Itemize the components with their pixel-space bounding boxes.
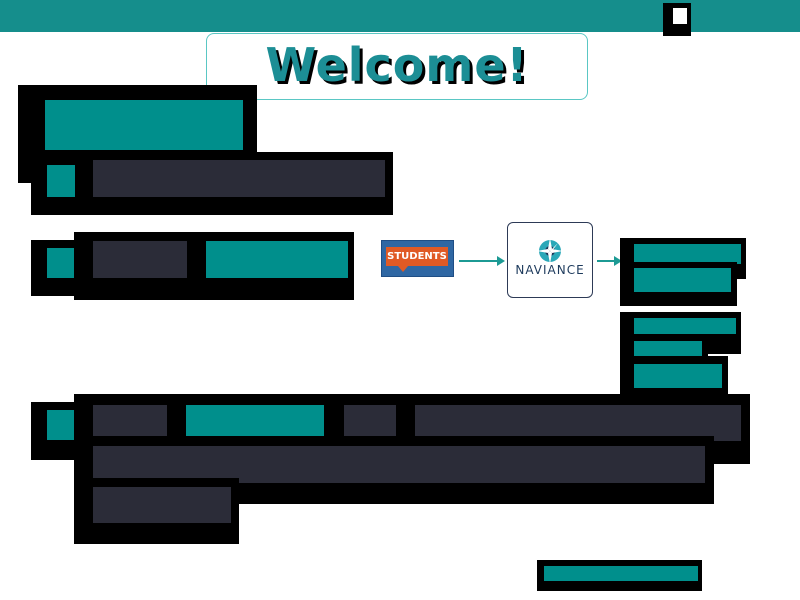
arrow-right-head-icon	[497, 256, 505, 266]
right-group-2-bar-3[interactable]	[634, 364, 722, 388]
block-3-bar-2[interactable]	[186, 405, 324, 436]
block-2-bar-dark[interactable]	[93, 241, 187, 278]
block-3-row-2-bar[interactable]	[93, 446, 705, 483]
block-3-bar-1[interactable]	[93, 405, 167, 436]
block-1-header[interactable]	[45, 100, 243, 150]
block-1-row-bar[interactable]	[93, 160, 385, 197]
block-3-marker	[47, 410, 75, 440]
right-group-1-bar-2[interactable]	[634, 268, 731, 292]
students-label: STUDENTS	[386, 247, 448, 266]
bottom-button[interactable]	[544, 566, 698, 581]
welcome-title: Welcome!	[265, 38, 529, 92]
arrow-right-icon	[459, 260, 499, 262]
arrow-right-icon	[597, 260, 615, 262]
block-3-row-3-bar[interactable]	[93, 487, 231, 523]
compass-star-icon	[537, 238, 563, 264]
block-2-marker	[47, 248, 75, 278]
naviance-label: NAVIANCE	[515, 263, 585, 277]
block-2-bar-teal[interactable]	[206, 241, 348, 278]
right-group-2-bar-1[interactable]	[634, 318, 736, 334]
top-bar-button-icon	[673, 8, 687, 24]
block-1-row-marker	[47, 165, 75, 197]
arrow-right-head-icon	[614, 256, 622, 266]
right-group-2-bar-2[interactable]	[634, 341, 702, 357]
welcome-banner	[206, 33, 588, 100]
block-3-bar-3[interactable]	[344, 405, 396, 436]
right-group-1-bar-1[interactable]	[634, 244, 741, 264]
block-3-bar-4[interactable]	[415, 405, 741, 441]
students-label-tail	[398, 266, 408, 272]
